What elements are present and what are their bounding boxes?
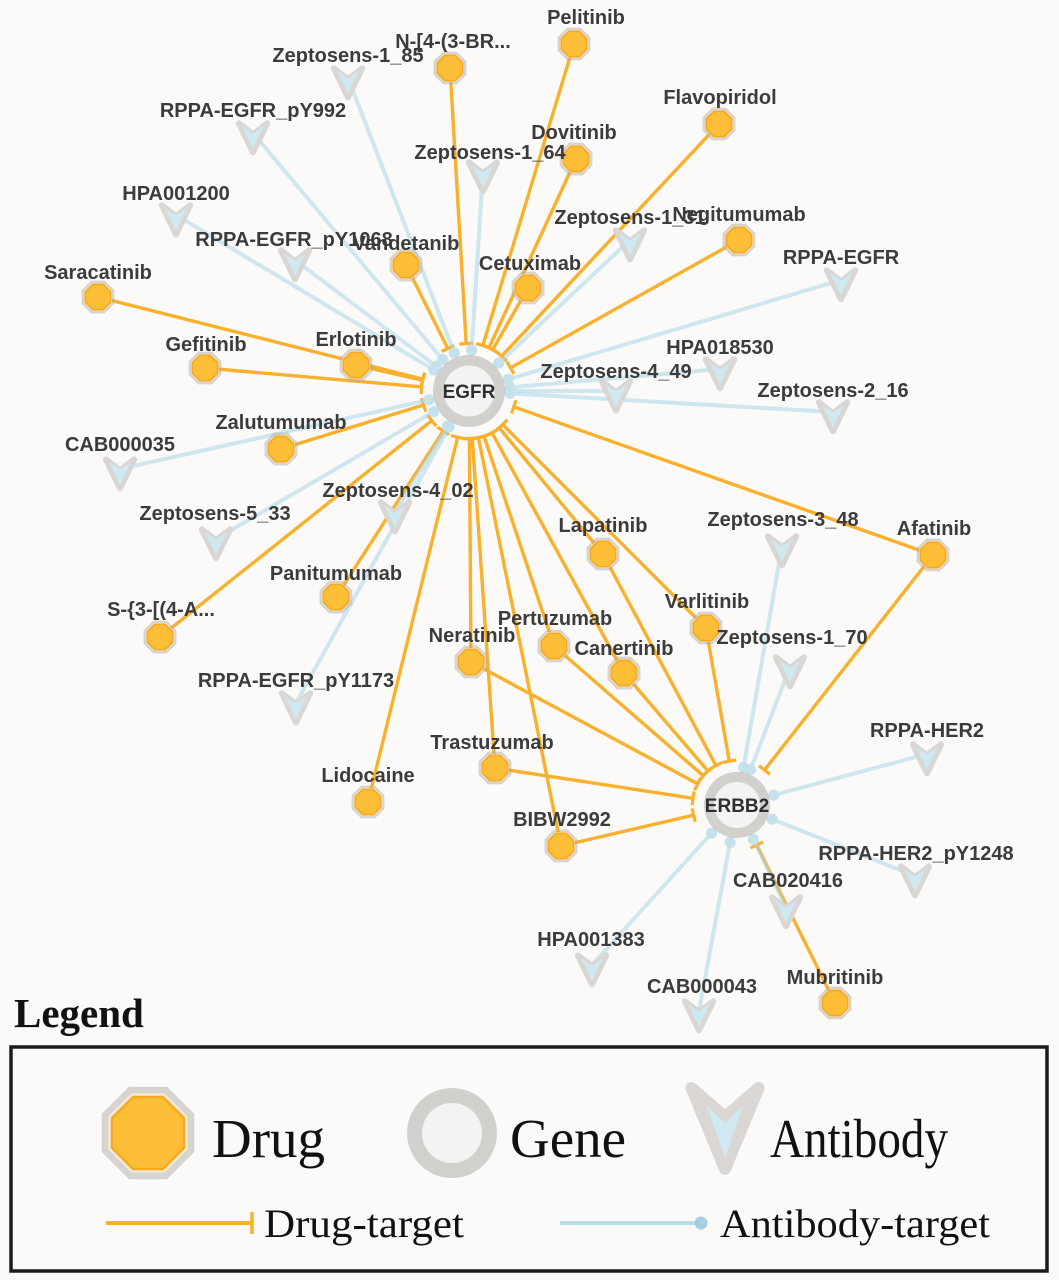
svg-text:RPPA-EGFR_pY1173: RPPA-EGFR_pY1173 (198, 670, 394, 692)
svg-text:RPPA-EGFR_pY1068: RPPA-EGFR_pY1068 (195, 229, 392, 251)
svg-text:Zeptosens-1_31: Zeptosens-1_31 (554, 207, 705, 229)
svg-text:Zeptosens-1_64: Zeptosens-1_64 (414, 142, 566, 164)
svg-text:Lidocaine: Lidocaine (321, 765, 414, 787)
svg-text:Gefitinib: Gefitinib (165, 334, 246, 356)
svg-text:Antibody: Antibody (770, 1108, 948, 1169)
svg-text:Neratinib: Neratinib (429, 625, 516, 647)
svg-text:RPPA-HER2: RPPA-HER2 (870, 720, 984, 742)
svg-text:ERBB2: ERBB2 (705, 796, 769, 817)
svg-text:Gene: Gene (510, 1108, 626, 1169)
svg-text:Flavopiridol: Flavopiridol (663, 87, 776, 109)
svg-text:Zeptosens-1_70: Zeptosens-1_70 (716, 627, 867, 649)
svg-text:Zeptosens-2_16: Zeptosens-2_16 (757, 380, 908, 402)
svg-text:HPA001383: HPA001383 (537, 929, 644, 951)
svg-text:RPPA-EGFR: RPPA-EGFR (783, 247, 900, 269)
svg-text:Afatinib: Afatinib (897, 518, 971, 540)
svg-text:HPA018530: HPA018530 (666, 337, 773, 359)
svg-text:Mubritinib: Mubritinib (787, 967, 884, 989)
svg-text:Trastuzumab: Trastuzumab (430, 732, 553, 754)
svg-text:Dovitinib: Dovitinib (531, 122, 617, 144)
svg-text:Drug: Drug (212, 1108, 325, 1169)
svg-text:Varlitinib: Varlitinib (665, 591, 749, 613)
svg-text:Cetuximab: Cetuximab (479, 253, 581, 275)
svg-text:Saracatinib: Saracatinib (44, 262, 152, 284)
svg-text:Canertinib: Canertinib (575, 638, 674, 660)
svg-text:BIBW2992: BIBW2992 (513, 809, 611, 831)
svg-text:CAB000043: CAB000043 (647, 976, 757, 998)
svg-text:Pelitinib: Pelitinib (547, 7, 625, 29)
svg-text:RPPA-HER2_pY1248: RPPA-HER2_pY1248 (818, 843, 1013, 865)
svg-text:Zeptosens-4_49: Zeptosens-4_49 (540, 361, 691, 383)
svg-text:Legend: Legend (14, 990, 144, 1036)
svg-text:N-[4-(3-BR...: N-[4-(3-BR... (395, 31, 511, 53)
svg-text:Drug-target: Drug-target (264, 1201, 464, 1246)
svg-text:CAB000035: CAB000035 (65, 434, 175, 456)
svg-text:Negitumumab: Negitumumab (672, 204, 805, 226)
svg-text:Antibody-target: Antibody-target (720, 1201, 990, 1246)
svg-text:CAB020416: CAB020416 (733, 870, 843, 892)
svg-text:Zeptosens-4_02: Zeptosens-4_02 (322, 480, 473, 502)
svg-text:Zeptosens-5_33: Zeptosens-5_33 (139, 503, 290, 525)
svg-text:Lapatinib: Lapatinib (559, 515, 648, 537)
svg-text:Zalutumumab: Zalutumumab (215, 412, 346, 434)
svg-text:Pertuzumab: Pertuzumab (498, 608, 612, 630)
svg-text:S-{3-[(4-A...: S-{3-[(4-A... (107, 599, 215, 621)
svg-text:HPA001200: HPA001200 (122, 183, 229, 205)
svg-text:Panitumumab: Panitumumab (270, 563, 402, 585)
svg-text:Zeptosens-1_85: Zeptosens-1_85 (272, 45, 423, 67)
svg-text:Zeptosens-3_48: Zeptosens-3_48 (707, 509, 858, 531)
svg-text:EGFR: EGFR (443, 382, 496, 403)
svg-text:RPPA-EGFR_pY992: RPPA-EGFR_pY992 (160, 100, 346, 122)
svg-text:Vandetanib: Vandetanib (353, 233, 460, 255)
svg-text:Erlotinib: Erlotinib (315, 329, 396, 351)
